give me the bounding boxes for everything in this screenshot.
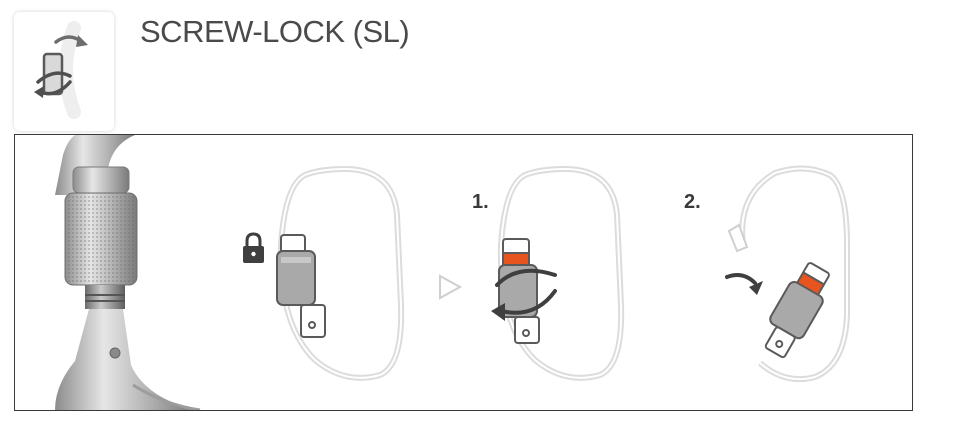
screw-lock-rotate-icon bbox=[34, 21, 88, 119]
screw-lock-photo bbox=[55, 135, 201, 410]
carabiner-locked-figure bbox=[276, 165, 405, 381]
page-title: SCREW-LOCK (SL) bbox=[140, 14, 410, 49]
screw-lock-icon-tile bbox=[14, 12, 114, 131]
padlock-icon bbox=[243, 232, 264, 263]
step-1-label: 1. bbox=[472, 191, 489, 213]
step-2-label: 2. bbox=[684, 191, 701, 213]
carabiner-open-figure bbox=[727, 165, 850, 383]
play-arrow-icon bbox=[439, 274, 463, 300]
carabiner-rotate-figure bbox=[497, 165, 625, 381]
instruction-panel: 1. 2. bbox=[14, 134, 913, 411]
rotate-arrow-icon bbox=[491, 268, 557, 321]
curved-arrow-icon bbox=[725, 273, 763, 295]
